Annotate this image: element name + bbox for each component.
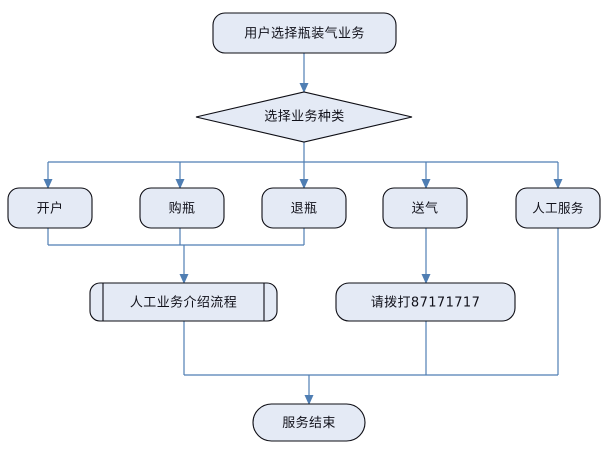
node-option-return-bottle[interactable]: 退瓶 [261, 187, 347, 229]
node-decision-label: 选择业务种类 [264, 109, 344, 125]
node-call-number-label: 请拨打87171717 [371, 296, 481, 311]
edge-bus-to-open-account [43, 162, 53, 189]
node-start-label: 用户选择瓶装气业务 [244, 26, 365, 42]
edge-bus-to-buy-bottle [175, 162, 185, 189]
node-call-number[interactable]: 请拨打87171717 [335, 282, 516, 322]
edge-decision-to-bus [48, 142, 558, 163]
node-decision[interactable]: 选择业务种类 [195, 91, 413, 143]
edge-options-to-manual-process [47, 228, 305, 284]
node-option-deliver-gas-label: 送气 [412, 201, 439, 217]
node-manual-process[interactable]: 人工业务介绍流程 [89, 282, 278, 322]
node-option-return-bottle-label: 退瓶 [291, 202, 318, 217]
edge-bus-to-end [184, 374, 558, 405]
node-option-buy-bottle-label: 购瓶 [169, 201, 196, 217]
node-option-open-account[interactable]: 开户 [7, 187, 93, 229]
edge-bus-to-manual-service [553, 162, 563, 189]
node-end[interactable]: 服务结束 [252, 403, 366, 442]
node-option-manual-service[interactable]: 人工服务 [515, 187, 601, 229]
node-option-deliver-gas[interactable]: 送气 [382, 187, 468, 229]
node-end-label: 服务结束 [282, 415, 336, 431]
node-option-buy-bottle[interactable]: 购瓶 [139, 187, 225, 229]
edge-bus-to-deliver-gas [421, 162, 431, 189]
edge-deliver-gas-to-call-number [421, 228, 431, 284]
connector-layer [43, 53, 563, 405]
node-option-open-account-label: 开户 [37, 201, 64, 217]
edge-bus-to-return-bottle [299, 162, 309, 189]
node-manual-process-label: 人工业务介绍流程 [130, 295, 237, 311]
node-option-manual-service-label: 人工服务 [532, 201, 584, 216]
edge-start-to-decision [299, 53, 309, 93]
node-start[interactable]: 用户选择瓶装气业务 [212, 12, 397, 54]
